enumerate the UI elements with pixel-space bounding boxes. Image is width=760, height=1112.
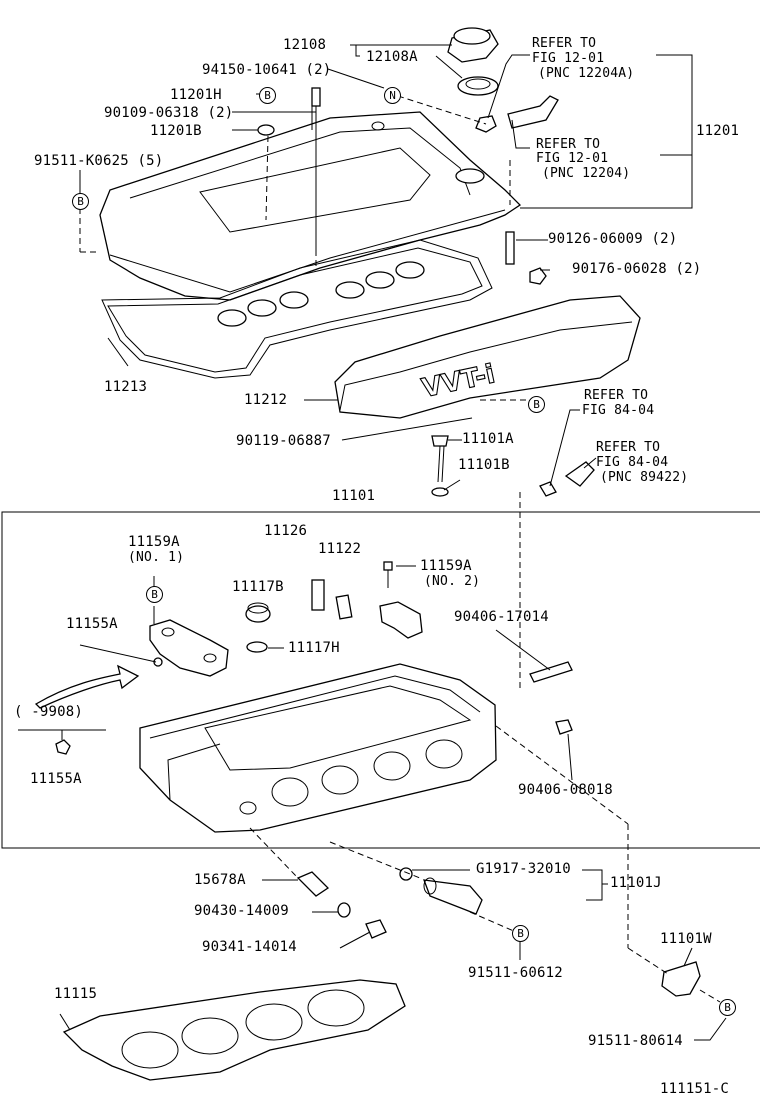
bolt-11101A [431,435,449,483]
label-12108: 12108 [283,37,327,53]
label-11101W: 11101W [660,931,712,947]
marker-b: B [528,396,545,413]
marker-b: B [259,87,276,104]
gasket-11117H [246,641,268,653]
label-11155A-2: 11155A [30,771,82,787]
label-refer2c: (PNC 12204) [542,166,631,181]
label-refer3b: FIG 84-04 [582,403,655,418]
label-11213: 11213 [104,379,148,395]
label-12108A: 12108A [366,49,418,65]
label-no2: (NO. 2) [424,574,481,589]
marker-b: B [146,586,163,603]
head-cover-gasket [101,239,493,379]
label-94150: 94150-10641 (2) [202,62,332,78]
label-11201B: 11201B [150,123,202,139]
plug-15678A [296,871,330,897]
label-11122: 11122 [318,541,362,557]
cam-position-sensor-11101W [661,961,701,997]
pin-90406-17014 [529,661,573,683]
bearing-cap-no2 [379,601,423,639]
label-11155A: 11155A [66,616,118,632]
marker-n: N [384,87,401,104]
label-refer1c: (PNC 12204A) [538,66,635,81]
label-90341: 90341-14014 [202,939,297,955]
label-11101A: 11101A [462,431,514,447]
label-90406-08018: 90406-08018 [518,782,613,798]
cylinder-head-gasket-11115 [62,979,406,1081]
oring-G1917 [399,867,413,881]
bearing-cap-no1 [149,619,229,677]
valve-guide-11122 [335,594,353,620]
label-11159A-no1: 11159A [128,534,180,550]
label-refer2b: FIG 12-01 [536,151,609,166]
label-refer4c: (PNC 89422) [600,470,689,485]
label-90119: 90119-06887 [236,433,331,449]
nut-90176 [529,267,547,285]
label-refer2a: REFER TO [536,137,601,152]
spark-plug-seals [217,261,425,327]
label-11115: 11115 [54,986,98,1002]
gasket-90430 [337,902,351,918]
label-91511-K0625: 91511-K0625 (5) [34,153,164,169]
stud-90126 [505,231,515,265]
label-range: ( -9908) [14,704,84,720]
label-11126: 11126 [264,523,308,539]
sensor-89422 [564,461,595,487]
label-refer1b: FIG 12-01 [532,51,605,66]
label-11101: 11101 [332,488,376,504]
leader-lines [18,44,727,1041]
bolt-11159A [383,561,393,588]
pcv-hose-fitting [507,95,559,129]
label-11201: 11201 [696,123,740,139]
direction-arrow [34,664,140,709]
label-refer4a: REFER TO [596,440,661,455]
label-11201H: 11201H [170,87,222,103]
label-90126: 90126-06009 (2) [548,231,678,247]
label-90109: 90109-06318 (2) [104,105,234,121]
label-11117H: 11117H [288,640,340,656]
label-91511-80614: 91511-80614 [588,1033,683,1049]
label-refer1a: REFER TO [532,36,597,51]
label-refer4b: FIG 84-04 [596,455,669,470]
pin-90406-08018 [555,719,573,735]
label-15678A: 15678A [194,872,246,888]
label-no1: (NO. 1) [128,550,185,565]
nut-11155A-small [55,739,71,755]
label-11212: 11212 [244,392,288,408]
label-11117B: 11117B [232,579,284,595]
vvti-engine-cover: VVT-i [334,295,641,419]
plug-90341 [365,919,387,939]
valve-guide-11126 [311,579,325,611]
plug-11117B [245,602,271,623]
label-refer3a: REFER TO [584,388,649,403]
label-90406-17014: 90406-17014 [454,609,549,625]
marker-b: B [512,925,529,942]
cylinder-head-group-frame [1,511,760,849]
cylinder-head [139,663,497,833]
label-91511-60612: 91511-60612 [468,965,563,981]
plug-84-04 [539,481,557,497]
label-11101B: 11101B [458,457,510,473]
oil-control-valve [423,877,483,915]
marker-b: B [72,193,89,210]
label-G1917: G1917-32010 [476,861,571,877]
bolt-94150 [311,87,321,250]
marker-b: B [719,999,736,1016]
oil-filler-cap [447,27,499,63]
label-11101J: 11101J [610,875,662,891]
label-90430: 90430-14009 [194,903,289,919]
dashed-lines [79,95,721,1003]
label-90176: 90176-06028 (2) [572,261,702,277]
label-11159A-no2: 11159A [420,558,472,574]
cylinder-head-cover [99,111,522,301]
cap-gasket [457,76,499,96]
figure-number: 111151-C [660,1081,730,1097]
